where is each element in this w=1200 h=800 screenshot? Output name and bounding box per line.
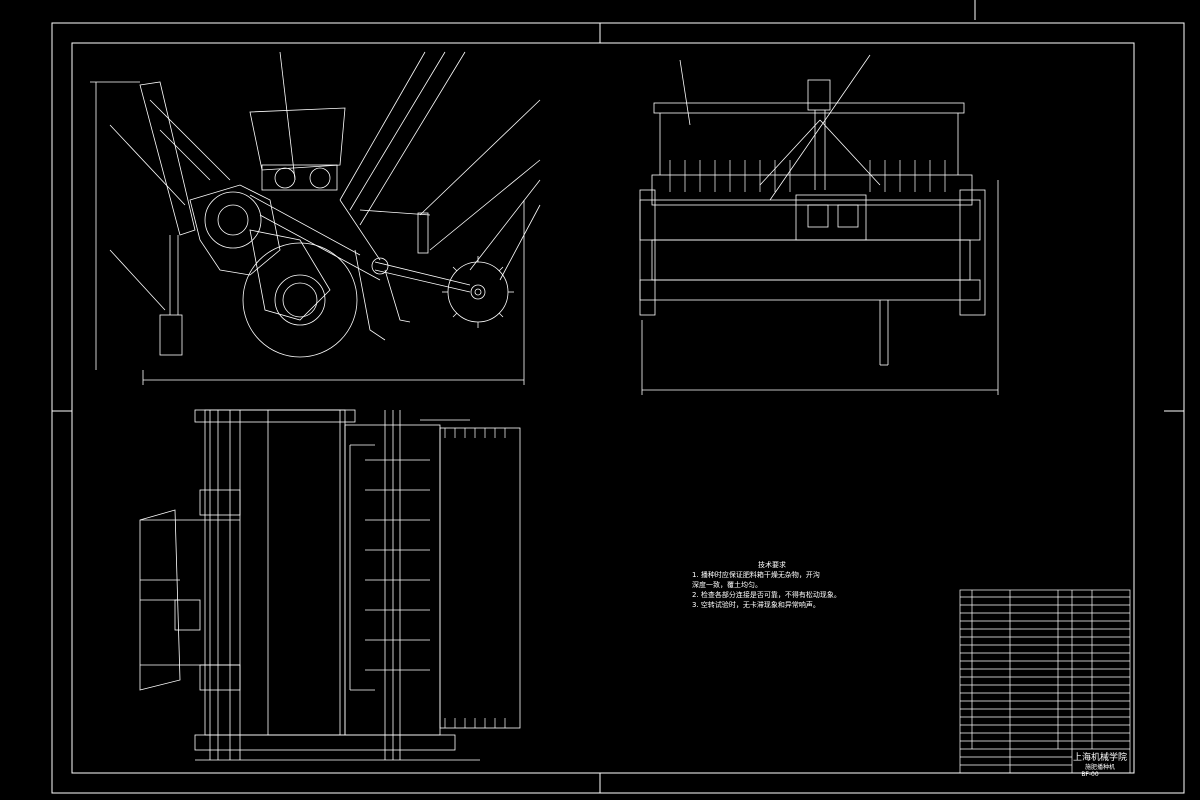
front-view-teeth [669,160,946,192]
side-view-spikes [442,256,514,328]
top-view-furrow-openers [365,459,430,671]
company-name: 上海机械学院 [1073,751,1127,763]
top-view [139,409,521,761]
top-view-roller-ticks [444,428,506,728]
requirement-line: 深度一致，覆土均匀。 [692,581,762,589]
requirement-line: 3. 空转试验时，无卡滞现象和异常响声。 [692,601,820,609]
title-block [959,589,1131,774]
technical-requirements-title: 技术要求 [758,561,786,569]
side-view [90,51,541,385]
drawing-name: 施肥播种机 [1085,763,1115,771]
drawing-number: BF-00 [1081,771,1099,778]
requirement-line: 1. 播种时应保证肥料箱干燥无杂物，开沟 [692,571,820,579]
technical-requirements: 技术要求 1. 播种时应保证肥料箱干燥无杂物，开沟 深度一致，覆土均匀。 2. … [692,560,841,610]
front-view [639,54,999,395]
inner-frame [71,42,1135,774]
requirement-line: 2. 检查各部分连接是否可靠，不得有松动现象。 [692,591,841,599]
sheet-border [51,22,1185,794]
